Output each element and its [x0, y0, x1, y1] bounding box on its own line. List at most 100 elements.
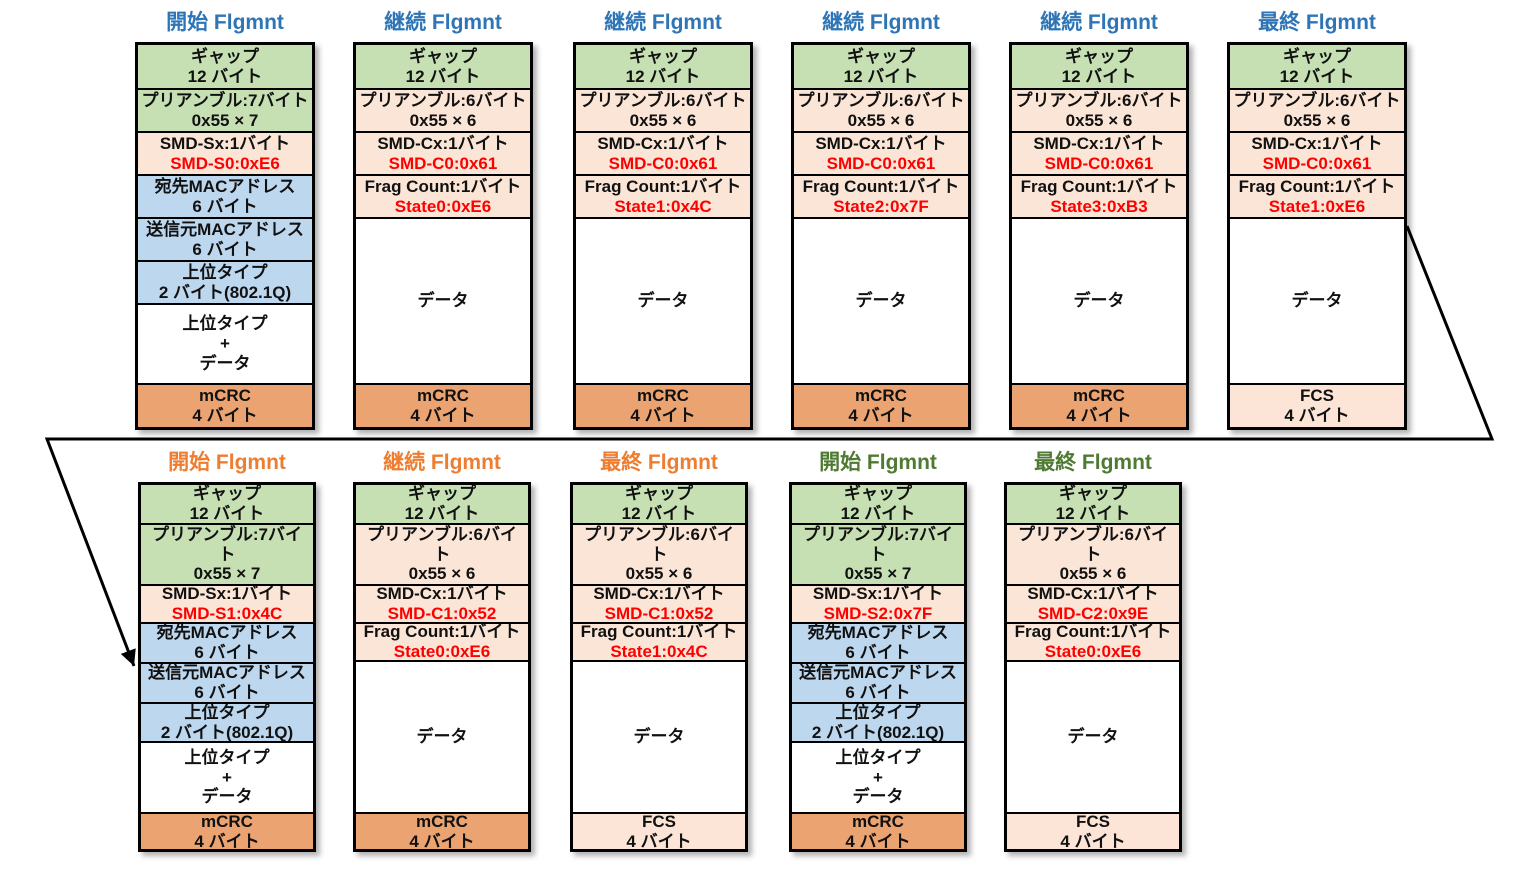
- field-label: SMD-Cx:1バイト: [1027, 584, 1159, 604]
- field-label: mCRC: [637, 386, 689, 406]
- field-label: SMD-Cx:1バイト: [815, 133, 947, 153]
- cell-data: データ: [794, 217, 968, 383]
- field-label: 0x55 × 7: [191, 110, 259, 130]
- field-label: 0x55 × 6: [629, 110, 697, 130]
- field-label: SMD-Cx:1バイト: [376, 584, 508, 604]
- field-label: 上位タイプ: [184, 702, 270, 722]
- field-label: データ: [417, 291, 469, 311]
- field-label: Frag Count:1バイト: [802, 176, 960, 196]
- field-label: Frag Count:1バイト: [584, 176, 742, 196]
- field-label: Frag Count:1バイト: [1238, 176, 1396, 196]
- field-label: 6 バイト: [845, 643, 911, 662]
- field-label: ト: [869, 544, 887, 564]
- cell-data: データ: [576, 217, 750, 383]
- field-label: 12 バイト: [621, 504, 697, 523]
- field-label: +: [220, 334, 230, 354]
- field-label: Frag Count:1バイト: [1014, 622, 1172, 642]
- field-label: 12 バイト: [625, 66, 701, 86]
- field-label: 12 バイト: [1279, 66, 1355, 86]
- field-value: SMD-C0:0x61: [608, 153, 718, 173]
- field-label: +: [222, 767, 232, 787]
- field-label: ギャップ: [408, 485, 476, 504]
- cell-data: データ: [356, 660, 528, 812]
- field-label: mCRC: [417, 386, 469, 406]
- field-label: 4 バイト: [194, 831, 260, 850]
- field-label: 0x55 × 6: [847, 110, 915, 130]
- frame-title-final-fragment-3: 最終 Flgmnt: [1034, 451, 1152, 474]
- field-label: 12 バイト: [189, 504, 265, 523]
- field-label: 0x55 × 6: [1283, 110, 1351, 130]
- field-label: プリアンブル:6バイト: [797, 90, 965, 110]
- field-label: SMD-Cx:1バイト: [1251, 133, 1383, 153]
- frame-title-continuation-fragment-5: 継続 Flgmnt: [383, 451, 501, 474]
- field-label: 宛先MACアドレス: [807, 623, 949, 643]
- field-label: mCRC: [852, 812, 904, 831]
- field-value: State1:0xE6: [1268, 196, 1366, 216]
- field-label: 送信元MACアドレス: [799, 663, 957, 683]
- field-label: 宛先MACアドレス: [156, 623, 298, 643]
- field-label: FCS: [1300, 386, 1334, 406]
- field-label: 0x55 × 7: [193, 564, 261, 584]
- field-label: プリアンブル:7バイ: [803, 524, 953, 544]
- field-label: SMD-Sx:1バイト: [159, 133, 291, 153]
- field-label: プリアンブル:7バイ: [152, 524, 302, 544]
- field-label: 6 バイト: [845, 683, 911, 702]
- field-label: 4 バイト: [848, 406, 914, 425]
- field-label: Frag Count:1バイト: [1020, 176, 1178, 196]
- field-value: State1:0x4C: [610, 642, 708, 660]
- field-label: mCRC: [1073, 386, 1125, 406]
- field-label: SMD-Cx:1バイト: [593, 584, 725, 604]
- field-label: プリアンブル:6バイト: [1015, 90, 1183, 110]
- frame-title-final-fragment-2: 最終 Flgmnt: [600, 451, 718, 474]
- field-value: State0:0xE6: [1044, 642, 1142, 660]
- frame-title-final-fragment-1: 最終 Flgmnt: [1258, 11, 1376, 34]
- field-value: State1:0x4C: [614, 196, 712, 216]
- field-value: SMD-C0:0x61: [826, 153, 936, 173]
- field-label: ト: [218, 544, 236, 564]
- field-label: 宛先MACアドレス: [154, 176, 296, 196]
- field-value: SMD-C0:0x61: [1044, 153, 1154, 173]
- field-label: 6 バイト: [192, 239, 258, 259]
- field-label: 0x55 × 6: [408, 564, 476, 584]
- field-label: 上位タイプ: [184, 747, 270, 767]
- field-value: SMD-S2:0x7F: [823, 604, 933, 622]
- field-label: 2 バイト(802.1Q): [158, 282, 292, 302]
- field-label: 0x55 × 6: [1065, 110, 1133, 130]
- field-label: SMD-Cx:1バイト: [597, 133, 729, 153]
- field-label: ト: [433, 544, 451, 564]
- field-label: 送信元MACアドレス: [148, 663, 306, 683]
